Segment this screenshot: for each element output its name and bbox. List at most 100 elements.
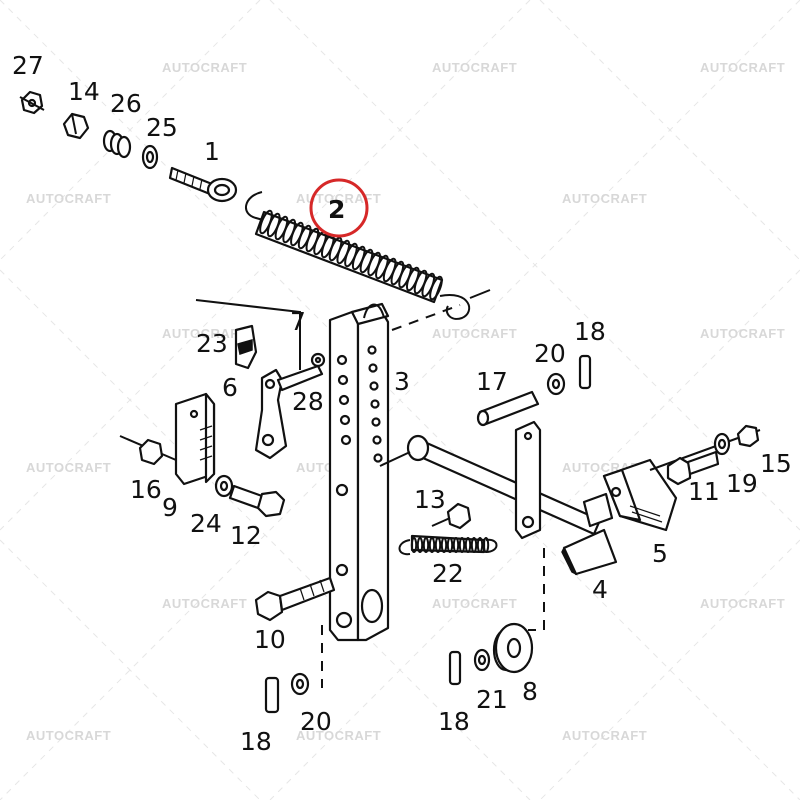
watermark: AUTOCRAFT xyxy=(432,326,517,341)
part-28-pin[interactable] xyxy=(276,352,326,392)
label-8: 8 xyxy=(522,677,538,706)
label-11: 11 xyxy=(688,477,720,506)
spring-coils-small xyxy=(410,537,490,553)
part-12-bolt[interactable] xyxy=(228,484,286,518)
watermark: AUTOCRAFT xyxy=(296,728,381,743)
part-25-washer[interactable] xyxy=(141,144,159,170)
part-15-nut[interactable] xyxy=(736,424,760,448)
watermark: AUTOCRAFT xyxy=(700,60,785,75)
part-21-washer[interactable] xyxy=(473,648,491,672)
spring-axis-line xyxy=(391,304,461,331)
label-1: 1 xyxy=(204,137,220,166)
watermark-layer: AUTOCRAFT AUTOCRAFT AUTOCRAFT AUTOCRAFT … xyxy=(26,60,785,743)
spring-coil xyxy=(429,275,443,301)
watermark: AUTOCRAFT xyxy=(26,460,111,475)
spring-coil-small xyxy=(458,537,466,553)
part-8-roller[interactable] xyxy=(492,622,534,674)
watermark: AUTOCRAFT xyxy=(432,60,517,75)
spring-coil-small xyxy=(410,537,418,553)
watermark: AUTOCRAFT xyxy=(700,596,785,611)
label-2: 2 xyxy=(328,195,345,224)
label-20-bottom: 20 xyxy=(300,707,332,736)
label-9: 9 xyxy=(162,493,178,522)
label-10: 10 xyxy=(254,625,286,654)
watermark: AUTOCRAFT xyxy=(700,326,785,341)
spring-coil-small xyxy=(464,537,472,553)
label-14: 14 xyxy=(68,77,100,106)
label-22: 22 xyxy=(432,559,464,588)
part-5-bracket[interactable] xyxy=(602,458,678,532)
label-27: 27 xyxy=(12,51,44,80)
watermark: AUTOCRAFT xyxy=(26,728,111,743)
watermark: AUTOCRAFT xyxy=(562,728,647,743)
part-11-bolt[interactable] xyxy=(666,450,720,486)
spring-coil-small xyxy=(434,537,442,553)
part-23-clip[interactable] xyxy=(234,324,258,370)
label-7: 7 xyxy=(290,307,306,336)
leader-line-7 xyxy=(195,299,301,370)
label-24: 24 xyxy=(190,509,222,538)
part-20-washer-bottom[interactable] xyxy=(290,672,310,696)
part-19-washer[interactable] xyxy=(713,432,731,456)
label-18-bottom-left: 18 xyxy=(240,727,272,756)
label-21: 21 xyxy=(476,685,508,714)
part-24-washer[interactable] xyxy=(214,474,234,498)
part-4-block[interactable] xyxy=(561,492,618,576)
spring-coil-small xyxy=(440,537,448,553)
label-18-bottom-right: 18 xyxy=(438,707,470,736)
highlight-circle xyxy=(309,178,369,238)
part-18-pin-bottom-left[interactable] xyxy=(264,676,280,714)
watermark: AUTOCRAFT xyxy=(162,60,247,75)
crossbar-assembly[interactable] xyxy=(379,420,602,540)
label-19: 19 xyxy=(726,469,758,498)
part-18-pin-top[interactable] xyxy=(578,354,592,390)
label-26: 26 xyxy=(110,89,142,118)
label-6: 6 xyxy=(222,373,238,402)
part-9-plate[interactable] xyxy=(174,392,216,486)
label-3: 3 xyxy=(394,367,410,396)
spring-coil-small xyxy=(416,537,424,553)
watermark: AUTOCRAFT xyxy=(296,191,381,206)
part-10-bolt[interactable] xyxy=(254,576,336,622)
nut-axis-line xyxy=(431,517,451,527)
part-22-small-spring[interactable] xyxy=(398,534,498,556)
label-12: 12 xyxy=(230,521,262,550)
spring-coil-small xyxy=(428,537,436,553)
fastener-axis-line xyxy=(19,96,45,111)
part-16-nut[interactable] xyxy=(138,438,164,466)
label-28: 28 xyxy=(292,387,324,416)
spring-coil-small xyxy=(476,537,484,553)
part-20-washer-top[interactable] xyxy=(546,372,566,396)
label-25: 25 xyxy=(146,113,178,142)
watermark: AUTOCRAFT xyxy=(162,596,247,611)
label-18-top: 18 xyxy=(574,317,606,346)
part-26-spring-washer[interactable] xyxy=(102,129,132,159)
watermark: AUTOCRAFT xyxy=(26,191,111,206)
label-16: 16 xyxy=(130,475,162,504)
watermark: AUTOCRAFT xyxy=(562,191,647,206)
part-6-lever[interactable] xyxy=(254,368,288,460)
label-4: 4 xyxy=(592,575,608,604)
part-17-clevis-pin[interactable] xyxy=(476,390,540,427)
spring-coil-small xyxy=(470,537,478,553)
part-18-pin-bottom-right[interactable] xyxy=(448,650,462,686)
label-5: 5 xyxy=(652,539,668,568)
spring-coil-small xyxy=(446,537,454,553)
part-1-eye-bolt[interactable] xyxy=(168,166,238,203)
label-13: 13 xyxy=(414,485,446,514)
watermark: AUTOCRAFT xyxy=(162,326,247,341)
spring-coil-small xyxy=(422,537,430,553)
label-23: 23 xyxy=(196,329,228,358)
spring-coils xyxy=(259,209,443,301)
part-3-vertical-frame[interactable] xyxy=(328,302,390,642)
part-14-nut[interactable] xyxy=(62,112,90,140)
watermark: AUTOCRAFT xyxy=(432,596,517,611)
leader-line-bottom-right xyxy=(528,548,545,631)
spring-coil-small xyxy=(452,537,460,553)
label-15: 15 xyxy=(760,449,792,478)
part-2-tension-spring[interactable] xyxy=(245,191,491,320)
label-17: 17 xyxy=(476,367,508,396)
part-13-nut[interactable] xyxy=(446,502,472,530)
